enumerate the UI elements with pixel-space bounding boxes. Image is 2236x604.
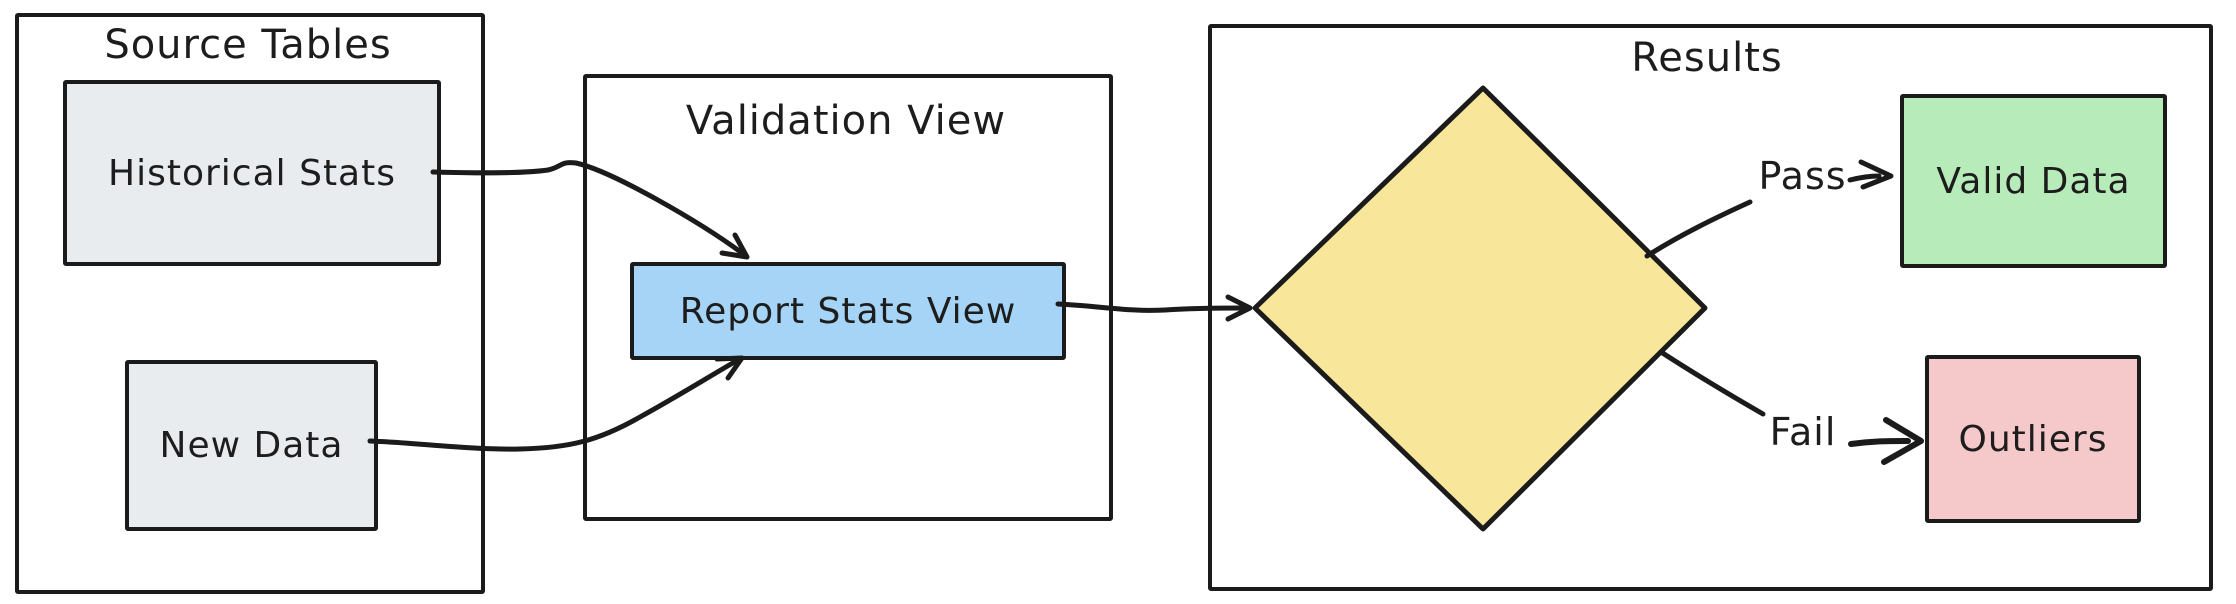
container-results-title: Results <box>1631 35 1783 81</box>
edge-label-fail: Fail <box>1769 410 1837 454</box>
node-outliers-label: Outliers <box>1958 418 2108 460</box>
node-decision-label: Value between avg ± 3×stddev <box>1303 195 1663 435</box>
node-new-data: New Data <box>125 360 378 531</box>
decision-line-3: avg ± <box>1431 318 1535 357</box>
node-report-stats-view: Report Stats View <box>630 262 1066 360</box>
container-source-tables-title: Source Tables <box>104 22 392 68</box>
node-historical-stats: Historical Stats <box>63 80 441 266</box>
edge-label-pass: Pass <box>1758 154 1847 198</box>
node-historical-stats-label: Historical Stats <box>108 152 396 194</box>
node-valid-data: Valid Data <box>1900 94 2167 268</box>
node-report-stats-view-label: Report Stats View <box>679 290 1017 332</box>
node-outliers: Outliers <box>1925 355 2141 523</box>
container-validation-view-title: Validation View <box>685 98 1007 144</box>
decision-line-1: Value <box>1435 226 1531 266</box>
decision-line-4: 3×stddev <box>1398 363 1568 403</box>
node-new-data-label: New Data <box>159 425 344 466</box>
node-valid-data-label: Valid Data <box>1936 160 2131 202</box>
decision-line-2: between <box>1408 272 1558 312</box>
